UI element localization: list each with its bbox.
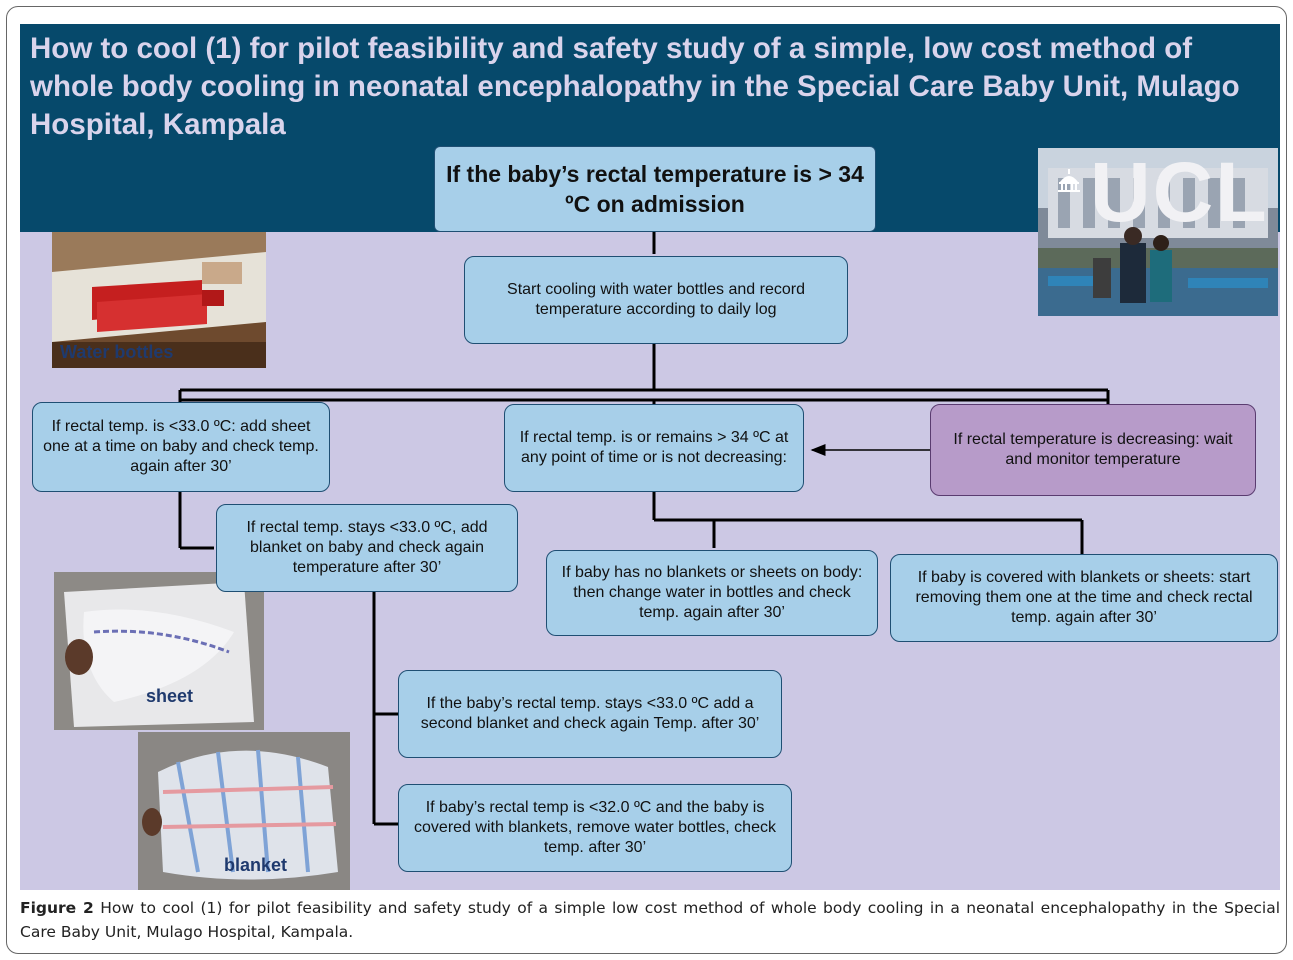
blanket-image: [138, 732, 350, 890]
node-below-33-add-sheet: If rectal temp. is <33.0 ºC: add sheet o…: [32, 402, 330, 492]
ucl-logo-text: UCL: [1090, 148, 1269, 239]
ucl-dome-icon: [1058, 169, 1080, 192]
node-below-32-remove-bottles: If baby’s rectal temp is <32.0 ºC and th…: [398, 784, 792, 872]
caption-end: .: [348, 923, 354, 941]
node-add-second-blanket: If the baby’s rectal temp. stays <33.0 º…: [398, 670, 782, 758]
caption-text: How to cool (1) for pilot feasibility an…: [20, 899, 1280, 941]
node-covered-remove-blankets: If baby is covered with blankets or shee…: [890, 554, 1278, 642]
figure-caption: Figure 2 How to cool (1) for pilot feasi…: [20, 896, 1280, 944]
blanket-photo: [138, 732, 350, 890]
slide-title: How to cool (1) for pilot feasibility an…: [30, 32, 1240, 141]
node-admission-temperature: If the baby’s rectal temperature is > 34…: [434, 146, 876, 232]
flow-connectors: [178, 230, 1110, 826]
sheet-image: [54, 572, 264, 730]
water-bottles-photo: [52, 232, 266, 368]
ucl-logo-photo: UCL: [1038, 148, 1278, 316]
sheet-label: sheet: [146, 686, 194, 706]
caption-label: Figure 2: [20, 899, 94, 917]
node-decreasing-wait: If rectal temperature is decreasing: wai…: [930, 404, 1256, 496]
slide: How to cool (1) for pilot feasibility an…: [20, 24, 1280, 890]
node-no-blankets-change-water: If baby has no blankets or sheets on bod…: [546, 550, 878, 636]
blanket-label: blanket: [224, 855, 288, 875]
node-above-34-not-decreasing: If rectal temp. is or remains > 34 ºC at…: [504, 404, 804, 492]
water-bottle-image: [52, 232, 266, 368]
building-photo: [1038, 148, 1278, 316]
node-stays-below-33-add-blanket: If rectal temp. stays <33.0 ºC, add blan…: [216, 504, 518, 592]
sheet-photo: [54, 572, 264, 730]
node-start-cooling: Start cooling with water bottles and rec…: [464, 256, 848, 344]
water-bottles-label: Water bottles: [60, 342, 174, 362]
